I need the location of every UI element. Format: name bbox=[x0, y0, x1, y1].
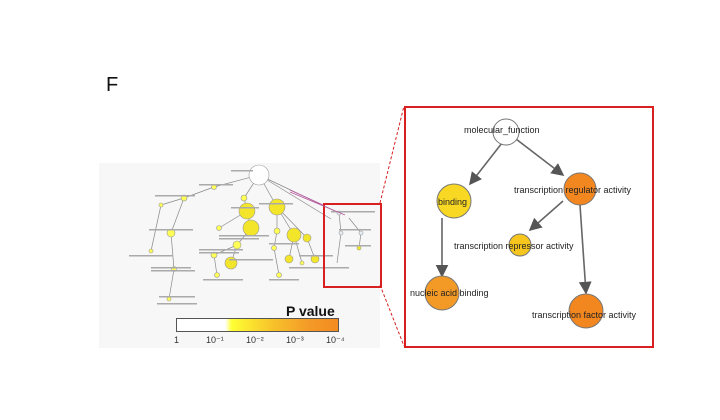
legend-tick-4: 10⁻³ bbox=[286, 335, 304, 345]
overview-network-graph bbox=[129, 164, 375, 305]
node-transcription-repressor bbox=[508, 233, 532, 257]
edge-mf-binding bbox=[469, 142, 503, 186]
label-nucleic-acid-binding: nucleic acid binding bbox=[410, 288, 489, 298]
edge-trna-trrep bbox=[528, 200, 564, 232]
zoomed-network-graph bbox=[424, 118, 604, 329]
panel-label: F bbox=[106, 74, 119, 96]
node-molecular-function bbox=[492, 118, 520, 146]
node-transcription-factor bbox=[568, 293, 604, 329]
node-nucleic-acid-binding bbox=[424, 275, 460, 311]
legend-title: P value bbox=[286, 303, 335, 319]
zoomed-network-panel: molecular_function binding transcription… bbox=[404, 106, 654, 348]
legend-color-scale bbox=[176, 318, 339, 332]
label-binding: binding bbox=[438, 197, 468, 207]
legend-tick-5: 10⁻⁴ bbox=[326, 335, 345, 345]
legend-tick-3: 10⁻² bbox=[246, 335, 264, 345]
node-binding bbox=[436, 183, 472, 219]
legend-tick-2: 10⁻¹ bbox=[206, 335, 224, 345]
highlight-box-small bbox=[323, 203, 382, 288]
label-transcription-repressor: transcription repressor activity bbox=[454, 241, 574, 251]
edge-trna-tfa bbox=[578, 204, 592, 295]
node-transcription-regulator bbox=[563, 172, 597, 206]
legend-tick-1: 1 bbox=[174, 335, 180, 345]
label-transcription-factor: transcription factor activity bbox=[532, 310, 637, 320]
label-molecular-function: molecular_function bbox=[464, 125, 540, 135]
edge-mf-trna bbox=[515, 138, 565, 176]
label-transcription-regulator: transcription regulator activity bbox=[514, 185, 632, 195]
